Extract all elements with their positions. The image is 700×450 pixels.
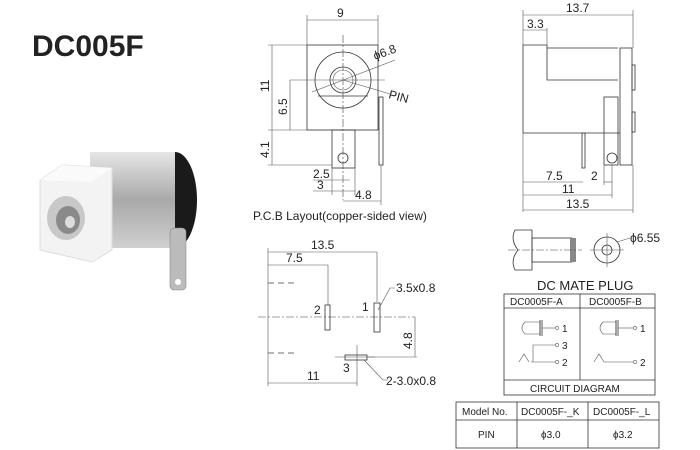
side-view: 13.7 3.3 7.5 2 11 13.5 — [522, 1, 636, 213]
product-title: DC005F — [32, 30, 144, 63]
pcb-dim-total: 13.5 — [311, 238, 335, 252]
dim-pin1-pos: 11 — [562, 182, 575, 196]
pin-a-3: 3 — [562, 341, 568, 352]
pcb-dim-offset: 4.8 — [401, 332, 415, 349]
col-a-header: DC0005F-A — [510, 297, 563, 308]
product-photo — [39, 152, 197, 291]
dim-pin2-pos: 7.5 — [546, 169, 563, 183]
pad3-size-label: 2-3.0x0.8 — [386, 374, 436, 388]
pcb-caption: P.C.B Layout(copper-sided view) — [253, 209, 427, 223]
pad-3-label: 3 — [343, 361, 350, 375]
front-view: 9 ϕ6.8 PIN 11 6.5 4.1 2.5 3 4.8 P.C.B La… — [253, 6, 427, 223]
circuit-footer: CIRCUIT DIAGRAM — [530, 384, 620, 395]
pin-b-2: 2 — [640, 358, 646, 369]
plug-diameter: ϕ6.55 — [630, 231, 660, 245]
dim-step: 3.3 — [527, 17, 544, 31]
model-table: Model No. DC0005F-_K DC0005F-_L PIN ϕ3.0… — [455, 401, 660, 449]
table-cell-l: ϕ3.2 — [613, 430, 633, 441]
pcb-layout: 13.5 7.5 4.8 11 2 1 3 3.5x0.8 2-3.0x0.8 — [258, 238, 436, 388]
pcb-dim-pin3: 11 — [307, 369, 320, 383]
dim-height: 11 — [258, 79, 272, 92]
dim-base-length: 13.5 — [566, 197, 590, 211]
dim-pin-gap: 2 — [591, 169, 598, 183]
table-cell-k: ϕ3.0 — [541, 430, 561, 441]
pad-1-label: 1 — [362, 300, 369, 314]
dim-a: 2.5 — [313, 167, 330, 181]
dim-pin-height: 4.1 — [258, 141, 272, 158]
pin-b-1: 1 — [640, 324, 646, 335]
pin-a-2: 2 — [562, 358, 568, 369]
col-b-header: DC0005F-B — [589, 297, 642, 308]
pin-a-1: 1 — [562, 324, 568, 335]
table-row-label: PIN — [478, 430, 495, 441]
table-header-l: DC0005F-_L — [593, 407, 651, 418]
dim-total-length: 13.7 — [566, 1, 590, 15]
pad-size-label: 3.5x0.8 — [396, 281, 436, 295]
circuit-diagram: DC MATE PLUG DC0005F-A DC0005F-B CIRCUIT… — [503, 278, 656, 396]
pcb-dim-pin2: 7.5 — [286, 251, 303, 265]
pin-label: PIN — [387, 87, 410, 106]
dim-b: 3 — [317, 178, 324, 192]
dim-center-height: 6.5 — [276, 98, 290, 115]
dim-c: 4.8 — [355, 188, 372, 202]
pad-2-label: 2 — [314, 303, 321, 317]
table-header-model: Model No. — [462, 407, 508, 418]
mate-plug-title: DC MATE PLUG — [537, 278, 634, 293]
mate-plug-drawing: ϕ6.55 — [508, 229, 660, 271]
table-header-k: DC0005F-_K — [521, 407, 580, 418]
dim-width: 9 — [337, 6, 344, 20]
